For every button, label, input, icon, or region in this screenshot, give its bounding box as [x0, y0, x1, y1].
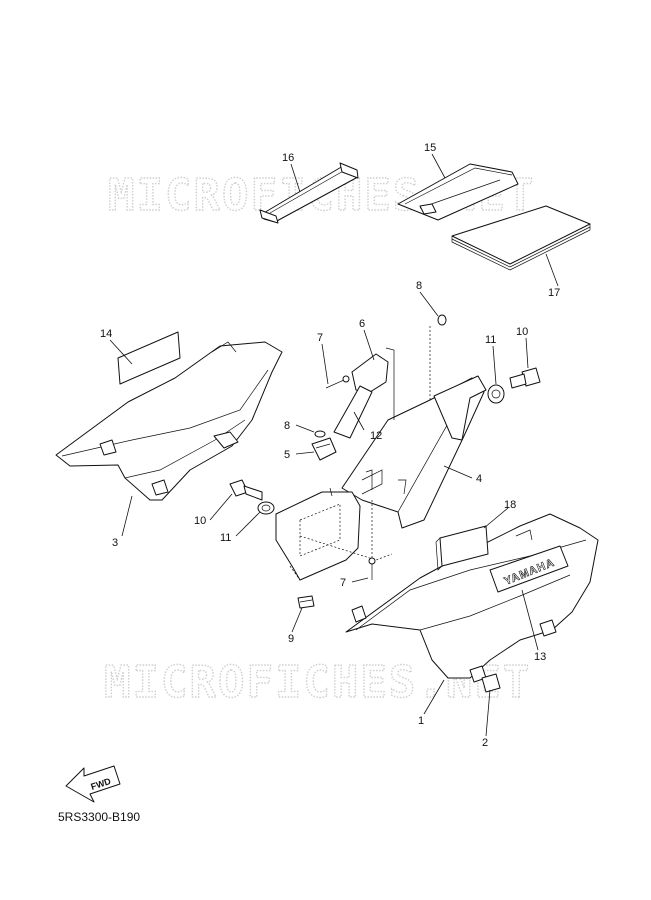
callout-2: 2 — [482, 737, 488, 749]
part-4-bracket — [341, 375, 487, 529]
rivet-7-bottom — [368, 557, 376, 580]
part-14-decal — [117, 331, 181, 385]
callout-14: 14 — [100, 328, 112, 340]
callout-6: 6 — [359, 318, 365, 330]
callout-7-top: 7 — [317, 332, 323, 344]
rivet-7-top — [325, 375, 350, 389]
washer-8-top — [437, 314, 447, 326]
callout-18: 18 — [504, 499, 516, 511]
part-17-manual — [451, 205, 591, 271]
callout-11-right: 11 — [485, 334, 496, 346]
part-6-12-bracket — [333, 347, 395, 439]
part-18-pad — [435, 525, 489, 571]
callout-10-right: 10 — [516, 326, 528, 338]
bolt-10-right — [509, 367, 541, 389]
callout-8-top: 8 — [416, 280, 422, 292]
callout-16: 16 — [282, 152, 294, 164]
part-16-strap — [259, 162, 359, 224]
callout-8-mid: 8 — [284, 420, 290, 432]
callout-12: 12 — [370, 430, 382, 442]
diagram-code: 5RS3300-B190 — [58, 810, 140, 824]
bolt-2 — [481, 673, 501, 693]
callout-3: 3 — [112, 537, 118, 549]
callout-1: 1 — [418, 715, 424, 727]
callout-17: 17 — [548, 287, 560, 299]
leader-lines — [109, 153, 559, 737]
callout-10-left: 10 — [194, 515, 206, 527]
bolt-10-left — [229, 479, 263, 501]
grommet-11-left — [257, 501, 275, 515]
callout-11-left: 11 — [220, 532, 231, 544]
mounting-plate — [275, 469, 393, 581]
callout-4: 4 — [476, 473, 482, 485]
callout-13: 13 — [534, 651, 546, 663]
fwd-arrow-icon: FWD — [65, 765, 121, 803]
callout-5: 5 — [284, 449, 290, 461]
callout-9: 9 — [288, 633, 294, 645]
callout-15: 15 — [424, 142, 436, 154]
part-3-left-cover — [55, 341, 283, 501]
callout-7-bottom: 7 — [340, 577, 346, 589]
part-5-clip — [311, 437, 337, 461]
part-15-pouch — [397, 163, 519, 221]
grommet-11-right — [487, 384, 505, 404]
washer-8-mid — [314, 430, 326, 438]
damper-9 — [297, 595, 315, 609]
